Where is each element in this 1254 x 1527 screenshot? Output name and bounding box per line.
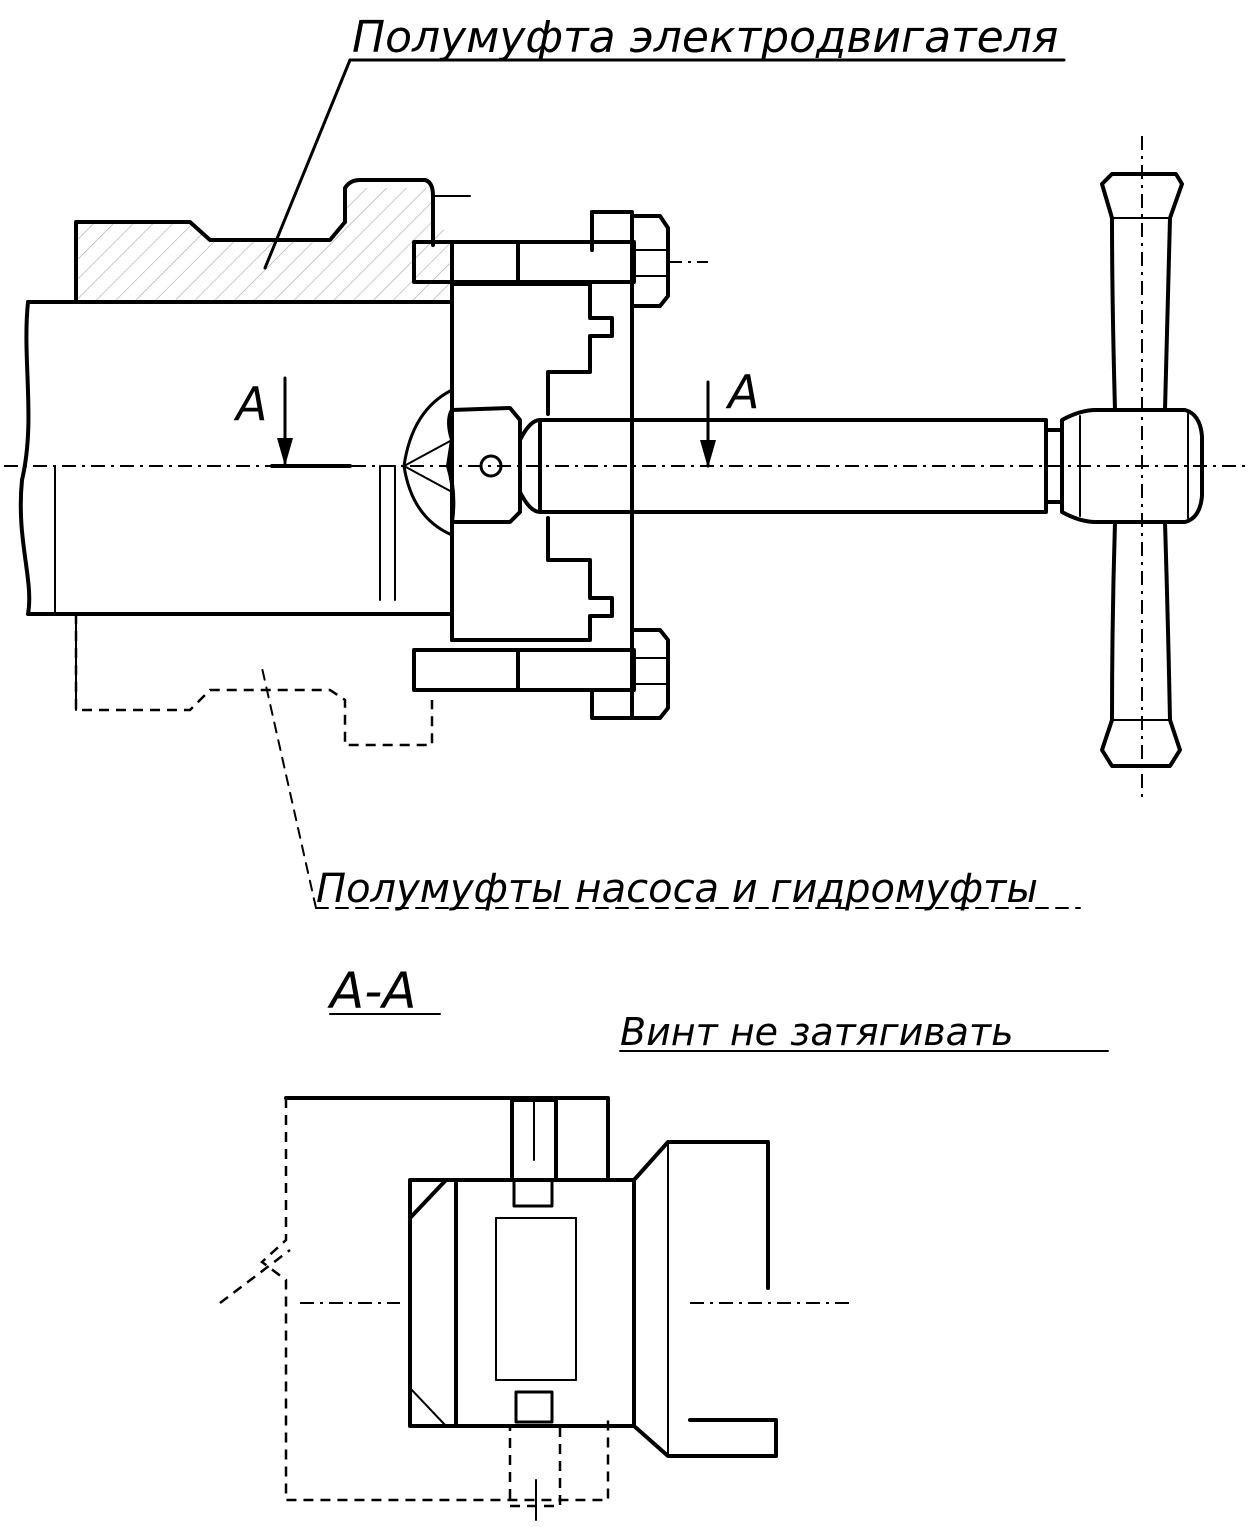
svg-text:A: A — [725, 365, 759, 419]
motor-half-coupling — [74, 178, 471, 304]
shaft — [18, 300, 454, 616]
svg-text:A: A — [233, 377, 267, 431]
section-title: A-A — [327, 962, 441, 1020]
svg-text:A-A: A-A — [327, 962, 416, 1020]
section-mark-right: A — [700, 365, 759, 468]
motor-half-coupling-label: Полумуфта электродвигателя — [263, 12, 1066, 270]
pump-half-couplings-label: Полумуфты насоса и гидромуфты — [261, 667, 1081, 912]
screw-note-label: Винт не затягивать — [619, 1010, 1109, 1054]
main-assembly-view — [4, 136, 1250, 800]
svg-text:Полумуфта электродвигателя: Полумуфта электродвигателя — [352, 12, 1058, 63]
pump-half-coupling — [74, 613, 434, 747]
t-handle — [1060, 172, 1204, 768]
svg-text:Винт не затягивать: Винт не затягивать — [620, 1010, 1014, 1054]
svg-text:Полумуфты насоса и гидромуфты: Полумуфты насоса и гидромуфты — [316, 866, 1038, 912]
lower-bolt — [412, 628, 670, 720]
section-a-a-view — [219, 1096, 850, 1521]
screw-tip — [402, 388, 522, 537]
section-mark-left: A — [233, 376, 352, 468]
upper-bolt — [412, 214, 708, 308]
